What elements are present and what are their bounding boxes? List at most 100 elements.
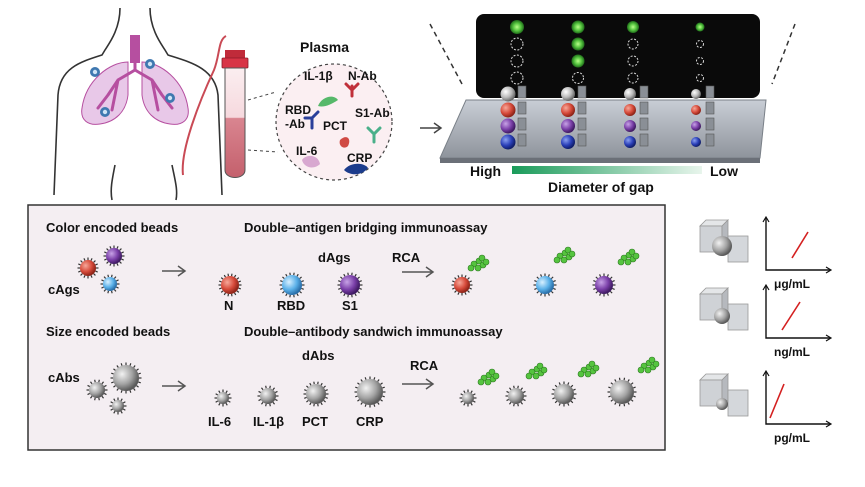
bronchi <box>96 60 174 112</box>
pct-shape <box>339 137 350 148</box>
fluorescence-spot <box>627 38 639 50</box>
chip-pillar <box>577 85 587 99</box>
chip-bead <box>561 135 575 149</box>
marker-nab-label: N-Ab <box>348 69 377 83</box>
bead <box>103 245 125 267</box>
n-antibody-icon <box>344 82 360 98</box>
chip-bead-columns <box>500 85 715 150</box>
crp-shape <box>344 163 368 175</box>
fluorescence-spot <box>627 72 639 84</box>
s1-antibody-icon <box>366 126 382 144</box>
bead <box>551 381 577 407</box>
microfluidic-chip <box>439 99 767 163</box>
row2-bead-label-crp: CRP <box>356 414 384 429</box>
chip-pillar <box>577 117 587 131</box>
chip-pillar <box>517 101 527 115</box>
row2-beads-label: Size encoded beads <box>46 324 170 339</box>
chip-bead <box>500 134 516 150</box>
rca-cluster <box>617 248 640 266</box>
chip-bead <box>500 86 516 102</box>
bead <box>303 381 329 407</box>
chip-bead <box>691 137 701 147</box>
bead <box>86 379 108 401</box>
trachea <box>130 35 140 63</box>
chip-bead <box>624 136 636 148</box>
row2-detection-label: dAbs <box>302 348 335 363</box>
chip-pillar <box>705 117 715 131</box>
il6-shape <box>302 155 320 168</box>
unit-label-ug: μg/mL <box>774 277 810 291</box>
fluorescence-spots <box>510 20 705 85</box>
chip-pillar <box>517 85 527 99</box>
row1-bead-label-n: N <box>224 298 233 313</box>
rca-cluster <box>477 368 500 386</box>
row2-assay-label: Double–antibody sandwich immunoassay <box>244 324 503 339</box>
bead <box>218 273 242 297</box>
bead <box>533 273 557 297</box>
rca-cluster <box>553 246 576 264</box>
row1-arrow-2 <box>402 266 435 278</box>
fluorescence-spot <box>695 22 705 32</box>
chip-bead <box>561 87 575 101</box>
arrow-to-chip <box>420 122 443 134</box>
bead <box>451 274 473 296</box>
unit-label-pg: pg/mL <box>774 431 810 445</box>
row1-bead-label-s1: S1 <box>342 298 358 313</box>
row2-bead-label-il1b: IL-1β <box>253 414 284 429</box>
chip-high-label: High <box>470 163 501 179</box>
bead <box>100 274 120 294</box>
rca-cluster <box>637 356 660 374</box>
fluorescence-spot <box>627 55 639 67</box>
marker-il1b-label: IL-1β <box>304 69 333 83</box>
unit-label-ng: ng/mL <box>774 345 810 359</box>
fluorescence-spot <box>696 57 704 65</box>
chip-bead <box>624 88 636 100</box>
bead <box>110 362 142 394</box>
row2-bead-label-il6: IL-6 <box>208 414 231 429</box>
rbd-antibody-icon <box>303 110 320 130</box>
chip-bead <box>624 120 636 132</box>
bead <box>505 385 527 407</box>
marker-s1ab-label: S1-Ab <box>355 106 390 120</box>
fluorescence-spot <box>510 71 524 85</box>
left-lung <box>81 61 129 125</box>
chip-pillar <box>705 133 715 147</box>
row1-detection-label: dAgs <box>318 250 351 265</box>
chip-bead <box>500 102 516 118</box>
fluorescence-spot <box>510 54 524 68</box>
fluorescence-spot <box>572 72 584 84</box>
bead <box>459 389 477 407</box>
rca-cluster <box>577 360 600 378</box>
bead <box>257 385 279 407</box>
sensitivity-panels <box>699 215 833 428</box>
sensitivity-panel <box>699 369 833 428</box>
fluorescence-spot <box>627 21 639 33</box>
chip-pillar <box>705 101 715 115</box>
row1-rca-label: RCA <box>392 250 421 265</box>
fluorescence-spot <box>571 37 585 51</box>
row2-rca-label: RCA <box>410 358 439 373</box>
sensitivity-panel <box>699 283 833 342</box>
marker-rbd-label-2: -Ab <box>285 117 305 131</box>
fluorescence-spot <box>510 20 524 34</box>
gap-gradient-bar <box>512 166 702 174</box>
fluorescence-spot <box>696 74 704 82</box>
chip-pillar <box>577 133 587 147</box>
row2-arrow-1 <box>162 380 187 392</box>
row1-arrow-1 <box>162 265 187 277</box>
chip-bead <box>691 105 701 115</box>
bead <box>109 397 127 415</box>
marker-crp-label: CRP <box>347 151 372 165</box>
row1-capture-label: cAgs <box>48 282 80 297</box>
bead <box>607 377 637 407</box>
sensitivity-panel <box>699 215 833 274</box>
fluorescence-spot <box>696 40 704 48</box>
chip-bead <box>561 119 575 133</box>
chip-pillar <box>517 133 527 147</box>
chip-bead <box>624 104 636 116</box>
plasma-title: Plasma <box>300 39 349 55</box>
marker-rbd-label-1: RBD <box>285 103 311 117</box>
row1-beads-label: Color encoded beads <box>46 220 178 235</box>
gap-diameter-label: Diameter of gap <box>548 179 654 195</box>
blood-tube-icon <box>221 50 249 178</box>
